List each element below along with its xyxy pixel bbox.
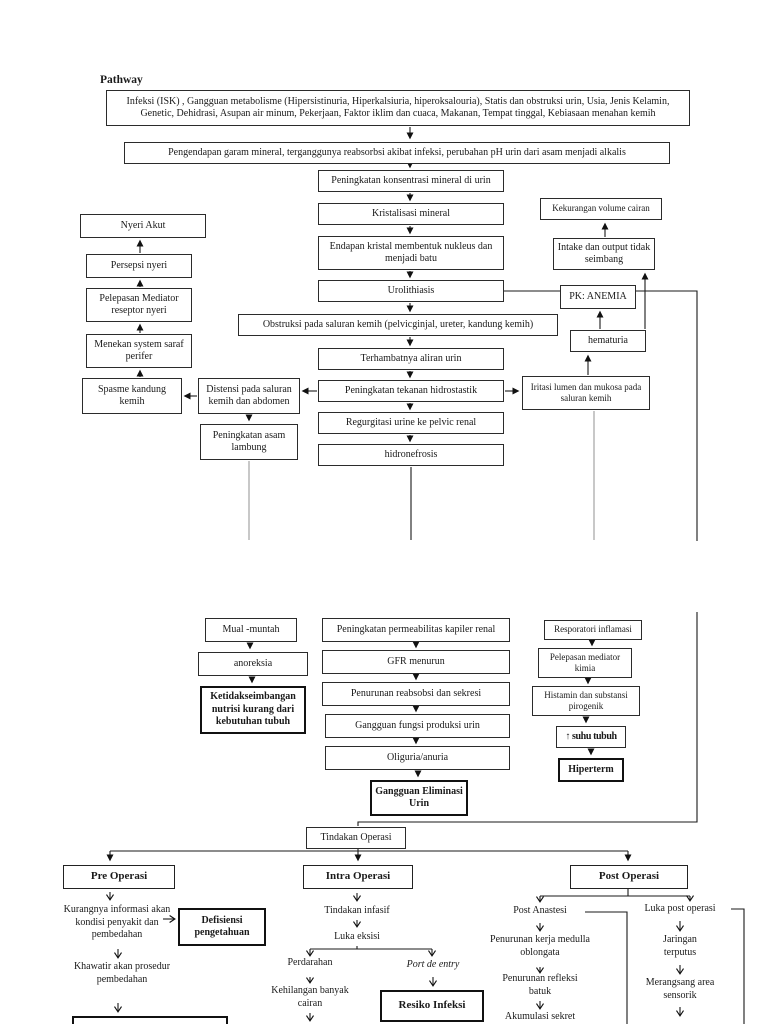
node-pengendapan: Pengendapan garam mineral, terganggunya …	[124, 142, 670, 164]
node-ketidakseimbangan: Ketidakseimbangan nutrisi kurang dari ke…	[200, 686, 306, 734]
label-luka-post-operasi: Luka post operasi	[644, 903, 716, 914]
node-hidronefrosis: hidronefrosis	[318, 444, 504, 466]
node-produksi-urin: Gangguan fungsi produksi urin	[325, 714, 510, 738]
node-defisiensi: Defisiensi pengetahuan	[178, 908, 266, 946]
node-oliguria: Oliguria/anuria	[325, 746, 510, 770]
node-mual: Mual -muntah	[205, 618, 297, 642]
node-hiperterm: Hiperterm	[558, 758, 624, 782]
node-distensi: Distensi pada saluran kemih dan abdomen	[198, 378, 300, 414]
node-asam-lambung: Peningkatan asam lambung	[200, 424, 298, 460]
node-mediator-kimia: Pelepasan mediator kimia	[538, 648, 632, 678]
node-pk-anemia: PK: ANEMIA	[560, 285, 636, 309]
node-urolithiasis: Urolithiasis	[318, 280, 504, 302]
node-regurgitasi: Regurgitasi urine ke pelvic renal	[318, 412, 504, 434]
node-konsentrasi: Peningkatan konsentrasi mineral di urin	[318, 170, 504, 192]
label-akumulasi-sekret: Akumulasi sekret	[504, 1011, 576, 1022]
node-eliminasi: Gangguan Eliminasi Urin	[370, 780, 468, 816]
label-tindakan-infasif: Tindakan infasif	[324, 905, 390, 916]
node-obstruksi: Obstruksi pada saluran kemih (pelvicginj…	[238, 314, 558, 336]
node-hematuria: hematuria	[570, 330, 646, 352]
node-nyeri-akut: Nyeri Akut	[80, 214, 206, 238]
node-permeabilitas: Peningkatan permeabilitas kapiler renal	[322, 618, 510, 642]
node-kekurangan-cairan: Kekurangan volume cairan	[540, 198, 662, 220]
node-kristalisasi: Kristalisasi mineral	[318, 203, 504, 225]
label-luka-eksisi: Luka eksisi	[334, 931, 380, 942]
node-resporatori: Resporatori inflamasi	[544, 620, 642, 640]
node-intra-operasi: Intra Operasi	[303, 865, 413, 889]
label-refleksi-batuk: Penurunan refleksi batuk	[502, 973, 578, 997]
node-resiko-infeksi: Resiko Infeksi	[380, 990, 484, 1022]
node-post-operasi: Post Operasi	[570, 865, 688, 889]
label-kehilangan-cairan: Kehilangan banyak cairan	[271, 985, 349, 1009]
node-pelepasan-mediator: Pelepasan Mediator reseptor nyeri	[86, 288, 192, 322]
node-partial-bottom	[72, 1016, 228, 1024]
node-etiologi: Infeksi (ISK) , Gangguan metabolisme (Hi…	[106, 90, 690, 126]
node-endapan: Endapan kristal membentuk nukleus dan me…	[318, 236, 504, 270]
node-terhambat: Terhambatnya aliran urin	[318, 348, 504, 370]
node-persepsi-nyeri: Persepsi nyeri	[86, 254, 192, 278]
node-menekan-saraf: Menekan system saraf perifer	[86, 334, 192, 368]
node-anoreksia: anoreksia	[198, 652, 308, 676]
node-pre-operasi: Pre Operasi	[63, 865, 175, 889]
node-iritasi: Iritasi lumen dan mukosa pada saluran ke…	[522, 376, 650, 410]
label-kurang-informasi: Kurangnya informasi akan kondisi penyaki…	[63, 904, 171, 940]
label-jaringan-terputus: Jaringan terputus	[663, 934, 697, 958]
page-title: Pathway	[100, 74, 143, 86]
node-intake-output: Intake dan output tidak seimbang	[553, 238, 655, 270]
label-merangsang-sensorik: Merangsang area sensorik	[645, 977, 715, 1001]
label-khawatir: Khawatir akan prosedur pembedahan	[73, 961, 171, 985]
label-post-anastesi: Post Anastesi	[513, 905, 567, 916]
label-port-de-entry: Port de entry	[406, 959, 460, 970]
label-penurunan-kerja: Penurunan kerja medulla oblongata	[490, 934, 590, 958]
node-hidrostatik: Peningkatan tekanan hidrostastik	[318, 380, 504, 402]
node-histamin: Histamin dan substansi pirogenik	[532, 686, 640, 716]
node-gfr: GFR menurun	[322, 650, 510, 674]
node-tindakan-operasi: Tindakan Operasi	[306, 827, 406, 849]
node-suhu-tubuh: ↑ suhu tubuh	[556, 726, 626, 748]
label-perdarahan: Perdarahan	[287, 957, 333, 968]
node-reabsobsi: Penurunan reabsobsi dan sekresi	[322, 682, 510, 706]
node-spasme: Spasme kandung kemih	[82, 378, 182, 414]
